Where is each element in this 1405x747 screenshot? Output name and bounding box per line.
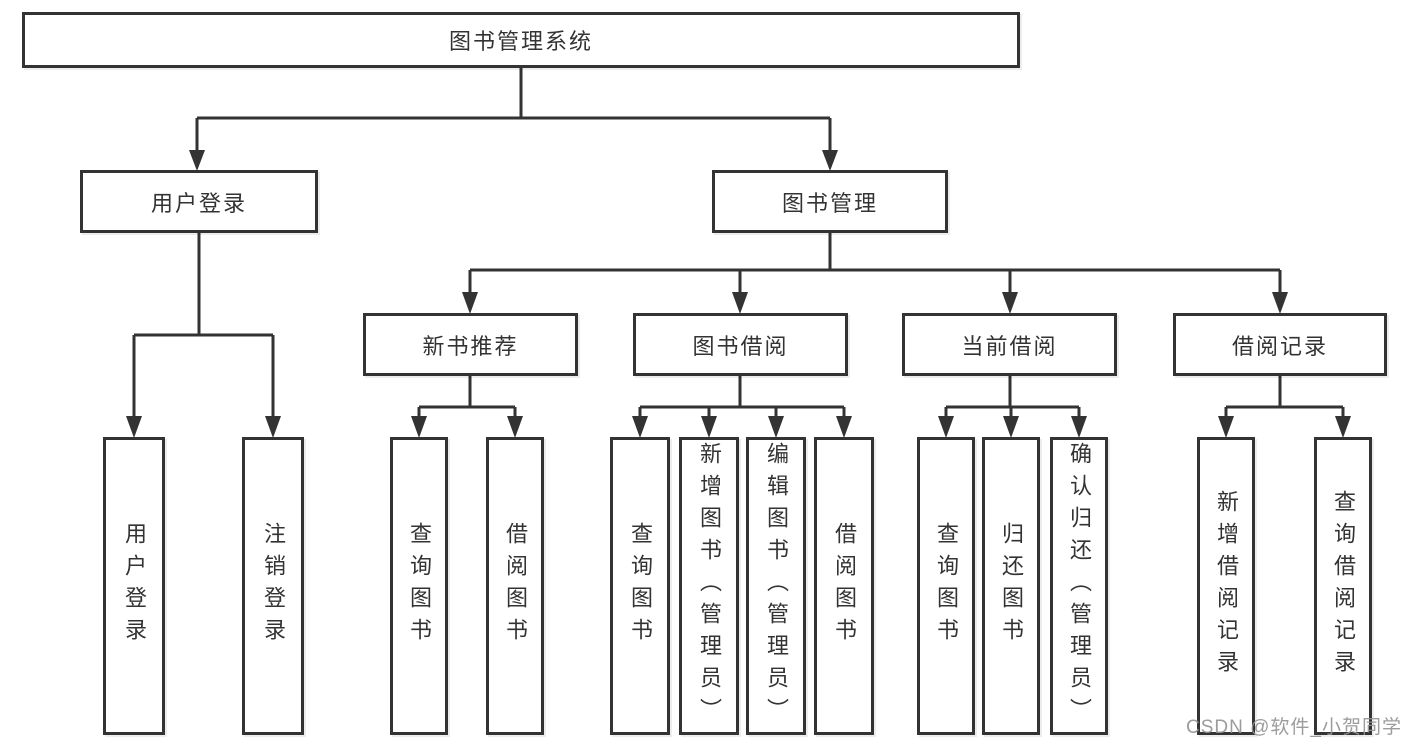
leaf-add-books-admin: 新增图书（管理员） xyxy=(679,437,739,735)
node-current-borrow: 当前借阅 xyxy=(902,313,1117,376)
leaf-borrow-books: 借阅图书 xyxy=(814,437,874,735)
leaf-confirm-return-admin: 确认归还（管理员） xyxy=(1050,437,1108,735)
leaf-borrow-query-books: 查询图书 xyxy=(610,437,670,735)
node-root-system: 图书管理系统 xyxy=(22,12,1020,68)
leaf-borrow-query-books-label: 查询图书 xyxy=(628,522,653,650)
leaf-add-books-admin-label: 新增图书（管理员） xyxy=(697,442,722,730)
leaf-current-query-books-label: 查询图书 xyxy=(934,522,959,650)
csdn-watermark: CSDN @软件_小贺同学 xyxy=(1186,717,1402,738)
node-book-management: 图书管理 xyxy=(712,170,948,233)
leaf-edit-books-admin-label: 编辑图书（管理员） xyxy=(764,442,789,730)
leaf-recommend-query-books-label: 查询图书 xyxy=(407,522,432,650)
leaf-logout-label: 注销登录 xyxy=(261,522,286,650)
leaf-return-books-label: 归还图书 xyxy=(999,522,1024,650)
leaf-return-books: 归还图书 xyxy=(982,437,1040,735)
leaf-user-login: 用户登录 xyxy=(103,437,165,735)
node-book-borrow-label: 图书借阅 xyxy=(692,333,789,359)
leaf-logout: 注销登录 xyxy=(242,437,304,735)
leaf-add-borrow-record: 新增借阅记录 xyxy=(1197,437,1255,735)
node-borrow-records-label: 借阅记录 xyxy=(1231,333,1328,359)
leaf-recommend-borrow-books-label: 借阅图书 xyxy=(503,522,528,650)
leaf-recommend-query-books: 查询图书 xyxy=(390,437,448,735)
node-current-borrow-label: 当前借阅 xyxy=(961,333,1058,359)
node-user-login: 用户登录 xyxy=(80,170,318,233)
leaf-add-borrow-record-label: 新增借阅记录 xyxy=(1214,490,1239,682)
leaf-confirm-return-admin-label: 确认归还（管理员） xyxy=(1067,442,1092,730)
node-new-book-recommend: 新书推荐 xyxy=(363,313,578,376)
node-user-login-label: 用户登录 xyxy=(150,190,247,216)
leaf-query-borrow-record-label: 查询借阅记录 xyxy=(1331,490,1356,682)
node-borrow-records: 借阅记录 xyxy=(1173,313,1387,376)
leaf-query-borrow-record: 查询借阅记录 xyxy=(1314,437,1372,735)
leaf-recommend-borrow-books: 借阅图书 xyxy=(486,437,544,735)
leaf-current-query-books: 查询图书 xyxy=(917,437,975,735)
leaf-borrow-books-label: 借阅图书 xyxy=(832,522,857,650)
node-book-borrow: 图书借阅 xyxy=(633,313,848,376)
leaf-user-login-label: 用户登录 xyxy=(122,522,147,650)
node-book-management-label: 图书管理 xyxy=(781,190,878,216)
leaf-edit-books-admin: 编辑图书（管理员） xyxy=(746,437,806,735)
node-new-book-recommend-label: 新书推荐 xyxy=(422,333,519,359)
node-root-label: 图书管理系统 xyxy=(448,29,593,54)
